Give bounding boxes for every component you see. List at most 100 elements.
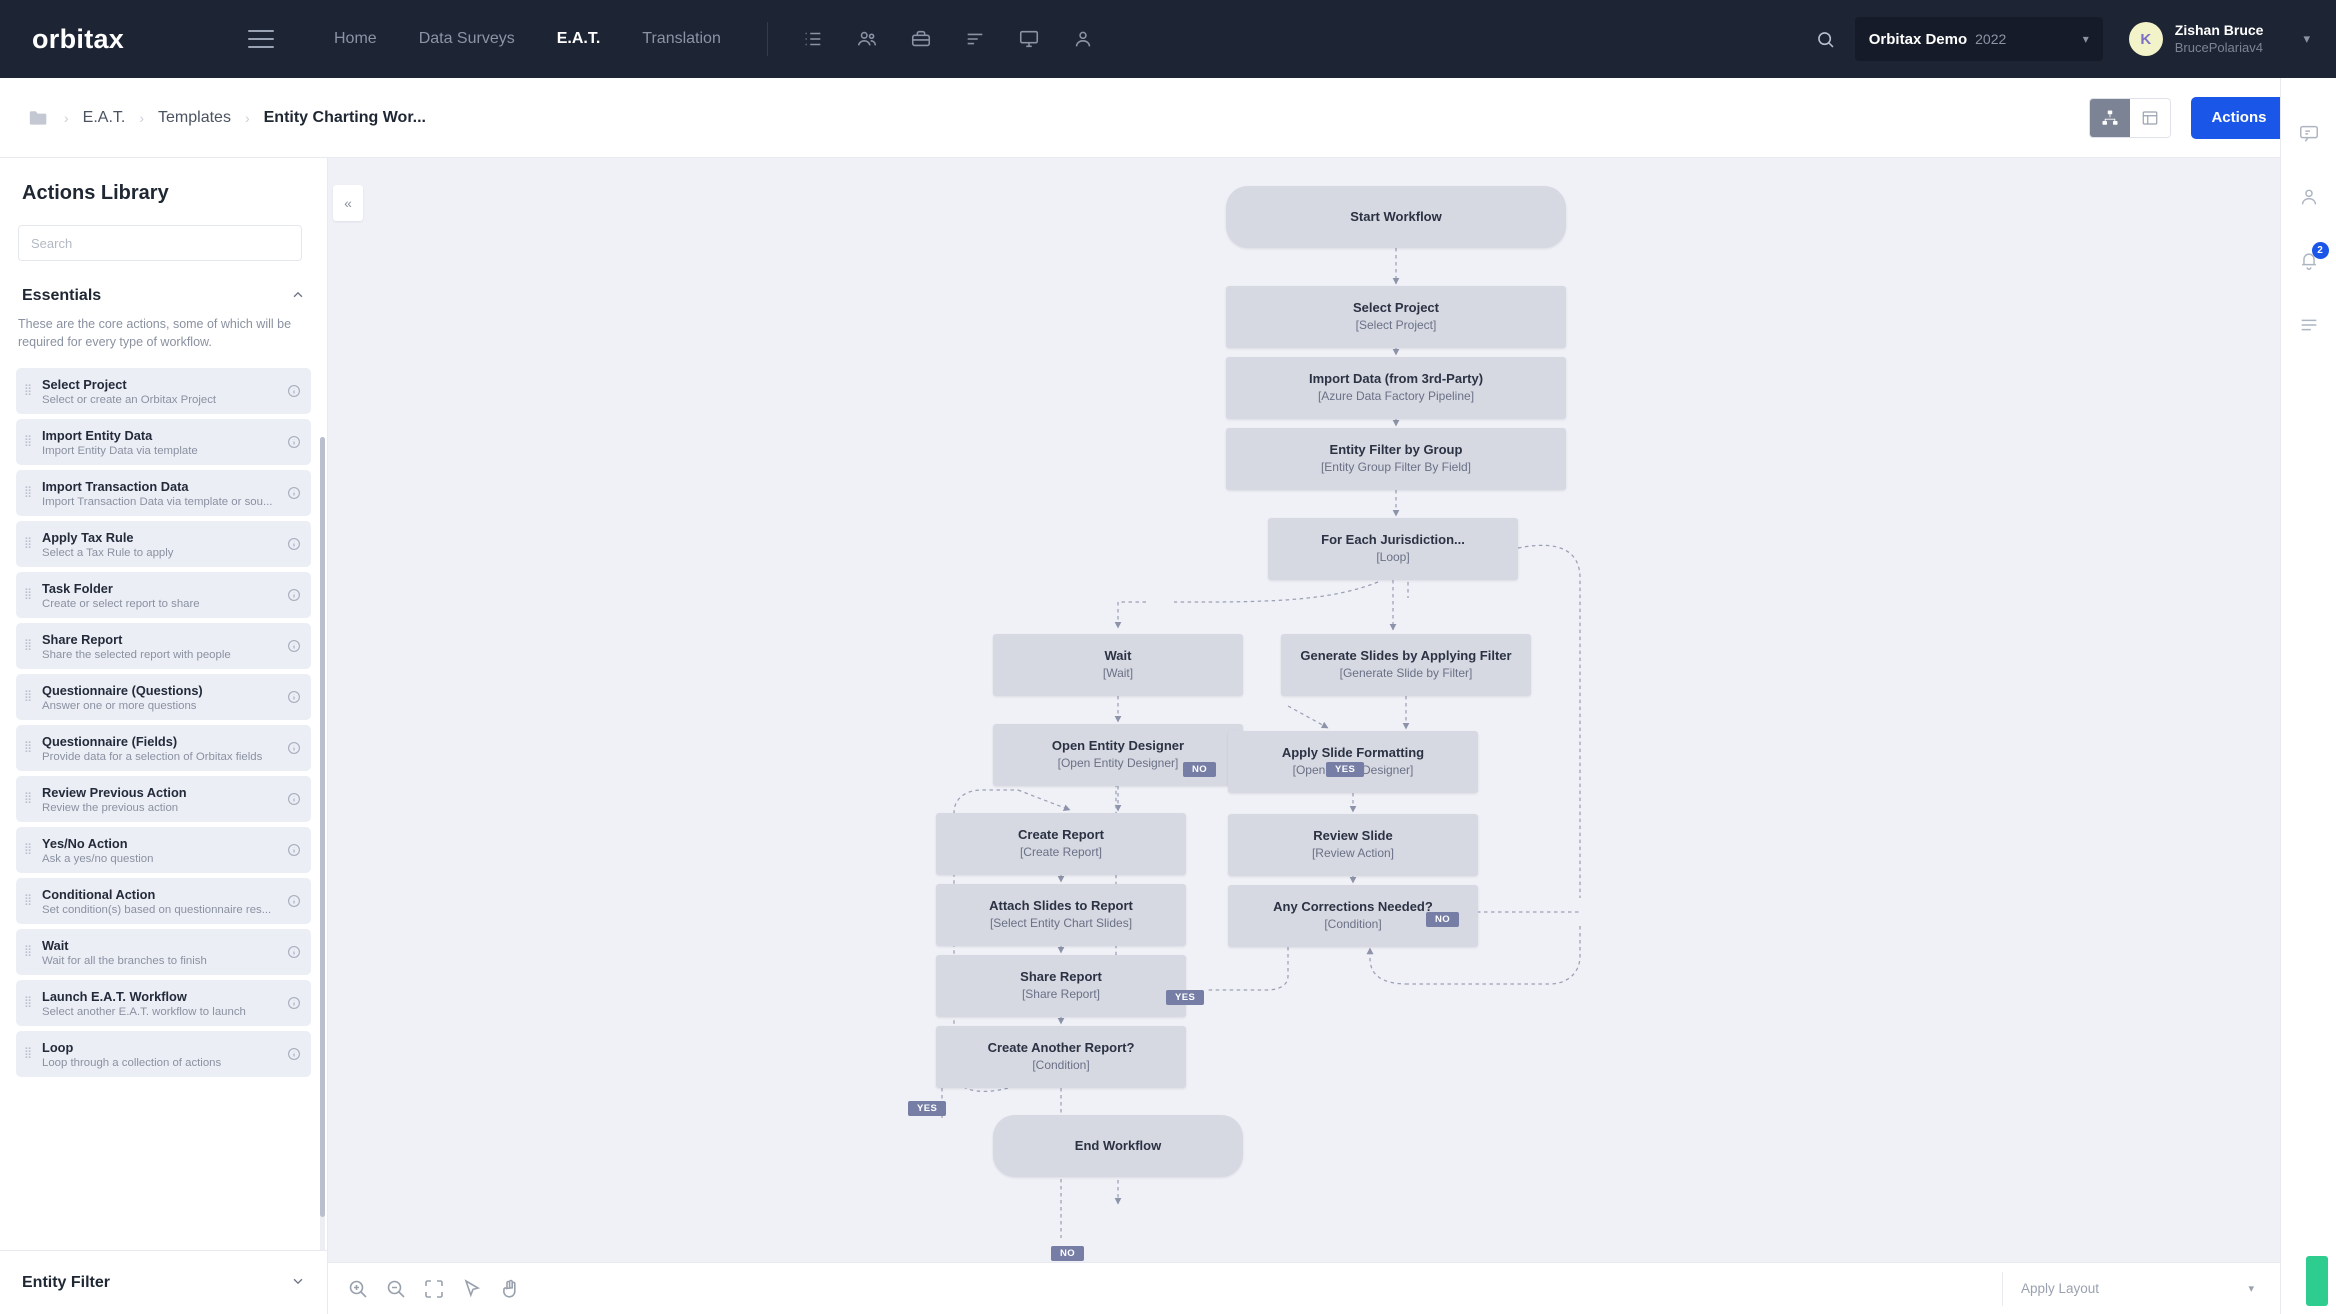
user-info[interactable]: Zishan Bruce BrucePolariav4 bbox=[2175, 22, 2264, 56]
action-item[interactable]: ⣿Questionnaire (Questions)Answer one or … bbox=[16, 674, 311, 721]
info-icon[interactable] bbox=[287, 435, 301, 449]
info-icon[interactable] bbox=[287, 690, 301, 704]
monitor-icon[interactable] bbox=[1018, 28, 1040, 50]
breadcrumb-item-eat[interactable]: E.A.T. bbox=[82, 108, 126, 126]
status-chip[interactable] bbox=[2306, 1256, 2328, 1306]
action-item[interactable]: ⣿Questionnaire (Fields)Provide data for … bbox=[16, 725, 311, 772]
info-icon[interactable] bbox=[287, 843, 301, 857]
workflow-node[interactable]: Attach Slides to Report[Select Entity Ch… bbox=[936, 884, 1186, 946]
tenant-selector[interactable]: Orbitax Demo 2022 ▾ bbox=[1854, 17, 2103, 61]
info-icon[interactable] bbox=[287, 894, 301, 908]
bell-icon[interactable]: 2 bbox=[2298, 242, 2329, 272]
info-icon[interactable] bbox=[287, 996, 301, 1010]
action-item-title: Task Folder bbox=[42, 581, 113, 597]
folder-icon[interactable] bbox=[28, 109, 50, 127]
drag-handle-icon[interactable]: ⣿ bbox=[24, 639, 32, 652]
workflow-canvas[interactable]: « bbox=[328, 158, 2280, 1314]
table-view-icon[interactable] bbox=[2130, 98, 2171, 137]
workflow-node[interactable]: Review Slide[Review Action] bbox=[1228, 814, 1478, 876]
drag-handle-icon[interactable]: ⣿ bbox=[24, 1047, 32, 1060]
drag-handle-icon[interactable]: ⣿ bbox=[24, 486, 32, 499]
workflow-node[interactable]: End Workflow bbox=[993, 1115, 1243, 1177]
group-header-essentials[interactable]: Essentials bbox=[0, 261, 327, 315]
workflow-node[interactable]: Create Report[Create Report] bbox=[936, 813, 1186, 875]
nav-link-data-surveys[interactable]: Data Surveys bbox=[418, 30, 515, 47]
fit-screen-icon[interactable] bbox=[422, 1277, 446, 1301]
workflow-node[interactable]: Create Another Report?[Condition] bbox=[936, 1026, 1186, 1088]
briefcase-icon[interactable] bbox=[910, 28, 932, 50]
hand-icon[interactable] bbox=[498, 1277, 522, 1301]
info-icon[interactable] bbox=[287, 1047, 301, 1061]
people-icon[interactable] bbox=[856, 28, 878, 50]
brand-logo[interactable]: orbitax bbox=[32, 23, 125, 54]
drag-handle-icon[interactable]: ⣿ bbox=[24, 741, 32, 754]
list-checks-icon[interactable] bbox=[802, 28, 824, 50]
workflow-node[interactable]: Generate Slides by Applying Filter[Gener… bbox=[1281, 634, 1531, 696]
breadcrumb-separator: › bbox=[244, 109, 250, 126]
drag-handle-icon[interactable]: ⣿ bbox=[24, 894, 32, 907]
drag-handle-icon[interactable]: ⣿ bbox=[24, 945, 32, 958]
drag-handle-icon[interactable]: ⣿ bbox=[24, 996, 32, 1009]
user-menu-chevron-down-icon[interactable]: ▾ bbox=[2303, 31, 2310, 46]
comment-icon[interactable] bbox=[2298, 122, 2320, 144]
workflow-node[interactable]: Select Project[Select Project] bbox=[1226, 286, 1566, 348]
pointer-icon[interactable] bbox=[460, 1277, 484, 1301]
activity-list-icon[interactable] bbox=[2298, 314, 2320, 336]
nav-link-eat[interactable]: E.A.T. bbox=[556, 30, 601, 47]
info-icon[interactable] bbox=[287, 384, 301, 398]
drag-handle-icon[interactable]: ⣿ bbox=[24, 537, 32, 550]
drag-handle-icon[interactable]: ⣿ bbox=[24, 792, 32, 805]
avatar[interactable]: K bbox=[2128, 22, 2163, 56]
drag-handle-icon[interactable]: ⣿ bbox=[24, 588, 32, 601]
nav-link-translation[interactable]: Translation bbox=[642, 30, 721, 47]
info-icon[interactable] bbox=[287, 639, 301, 653]
drag-handle-icon[interactable]: ⣿ bbox=[24, 384, 32, 397]
apply-layout-select[interactable]: Apply Layout ▾ bbox=[2002, 1271, 2262, 1306]
action-item-title: Conditional Action bbox=[42, 887, 156, 903]
top-right-group: Orbitax Demo 2022 ▾ K Zishan Bruce Bruce… bbox=[1807, 17, 2336, 61]
lines-icon[interactable] bbox=[964, 28, 986, 50]
drag-handle-icon[interactable]: ⣿ bbox=[24, 843, 32, 856]
workflow-node[interactable]: Start Workflow bbox=[1226, 186, 1566, 248]
group-header-entity-filter[interactable]: Entity Filter bbox=[0, 1250, 327, 1314]
search-icon[interactable] bbox=[1807, 20, 1845, 58]
drag-handle-icon[interactable]: ⣿ bbox=[24, 690, 32, 703]
sidebar-scrollbar-thumb[interactable] bbox=[320, 437, 325, 1217]
breadcrumb-item-templates[interactable]: Templates bbox=[158, 108, 231, 126]
actions-scroll-area[interactable]: Essentials These are the core actions, s… bbox=[0, 261, 327, 1250]
diagram-view-icon[interactable] bbox=[2090, 98, 2131, 137]
workflow-node[interactable]: Import Data (from 3rd-Party)[Azure Data … bbox=[1226, 357, 1566, 419]
workflow-node[interactable]: Entity Filter by Group[Entity Group Filt… bbox=[1226, 428, 1566, 490]
nav-link-home[interactable]: Home bbox=[334, 30, 377, 47]
info-icon[interactable] bbox=[287, 792, 301, 806]
collapse-sidebar-button[interactable]: « bbox=[333, 185, 363, 221]
workflow-node[interactable]: Wait[Wait] bbox=[993, 634, 1243, 696]
person-icon[interactable] bbox=[1072, 28, 1094, 50]
workflow-node[interactable]: For Each Jurisdiction...[Loop] bbox=[1268, 518, 1518, 580]
user-icon[interactable] bbox=[2298, 186, 2320, 208]
search-input[interactable] bbox=[18, 225, 302, 261]
workflow-node[interactable]: Share Report[Share Report] bbox=[936, 955, 1186, 1017]
info-icon[interactable] bbox=[287, 537, 301, 551]
info-icon[interactable] bbox=[287, 486, 301, 500]
info-icon[interactable] bbox=[287, 741, 301, 755]
hamburger-icon[interactable] bbox=[248, 30, 274, 48]
info-icon[interactable] bbox=[287, 588, 301, 602]
zoom-in-icon[interactable] bbox=[346, 1277, 370, 1301]
drag-handle-icon[interactable]: ⣿ bbox=[24, 435, 32, 448]
breadcrumb-item-current[interactable]: Entity Charting Wor... bbox=[263, 108, 426, 126]
zoom-out-icon[interactable] bbox=[384, 1277, 408, 1301]
info-icon[interactable] bbox=[287, 945, 301, 959]
